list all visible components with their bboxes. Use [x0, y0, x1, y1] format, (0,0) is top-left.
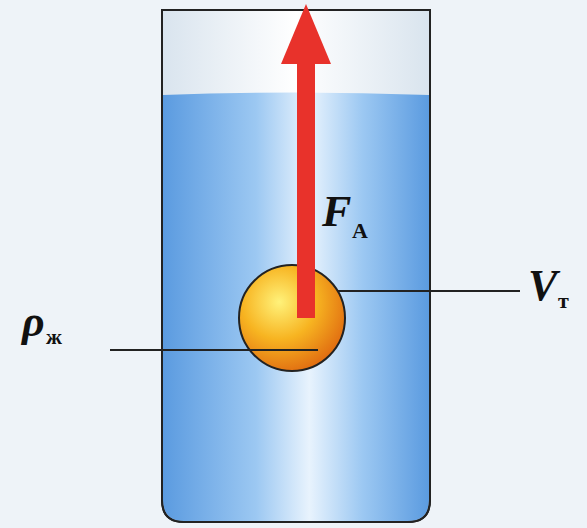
leader-line	[338, 290, 520, 292]
density-subscript: ж	[46, 326, 62, 348]
buoyant-force-arrow	[281, 4, 331, 318]
force-symbol: F	[322, 190, 351, 234]
volume-symbol: V	[528, 264, 557, 308]
beaker	[162, 10, 430, 522]
volume-subscript: т	[558, 290, 569, 312]
liquid	[163, 93, 429, 522]
leader-line	[110, 349, 318, 351]
submerged-ball	[239, 265, 345, 371]
density-symbol: ρ	[22, 300, 45, 344]
force-subscript: А	[352, 220, 368, 242]
